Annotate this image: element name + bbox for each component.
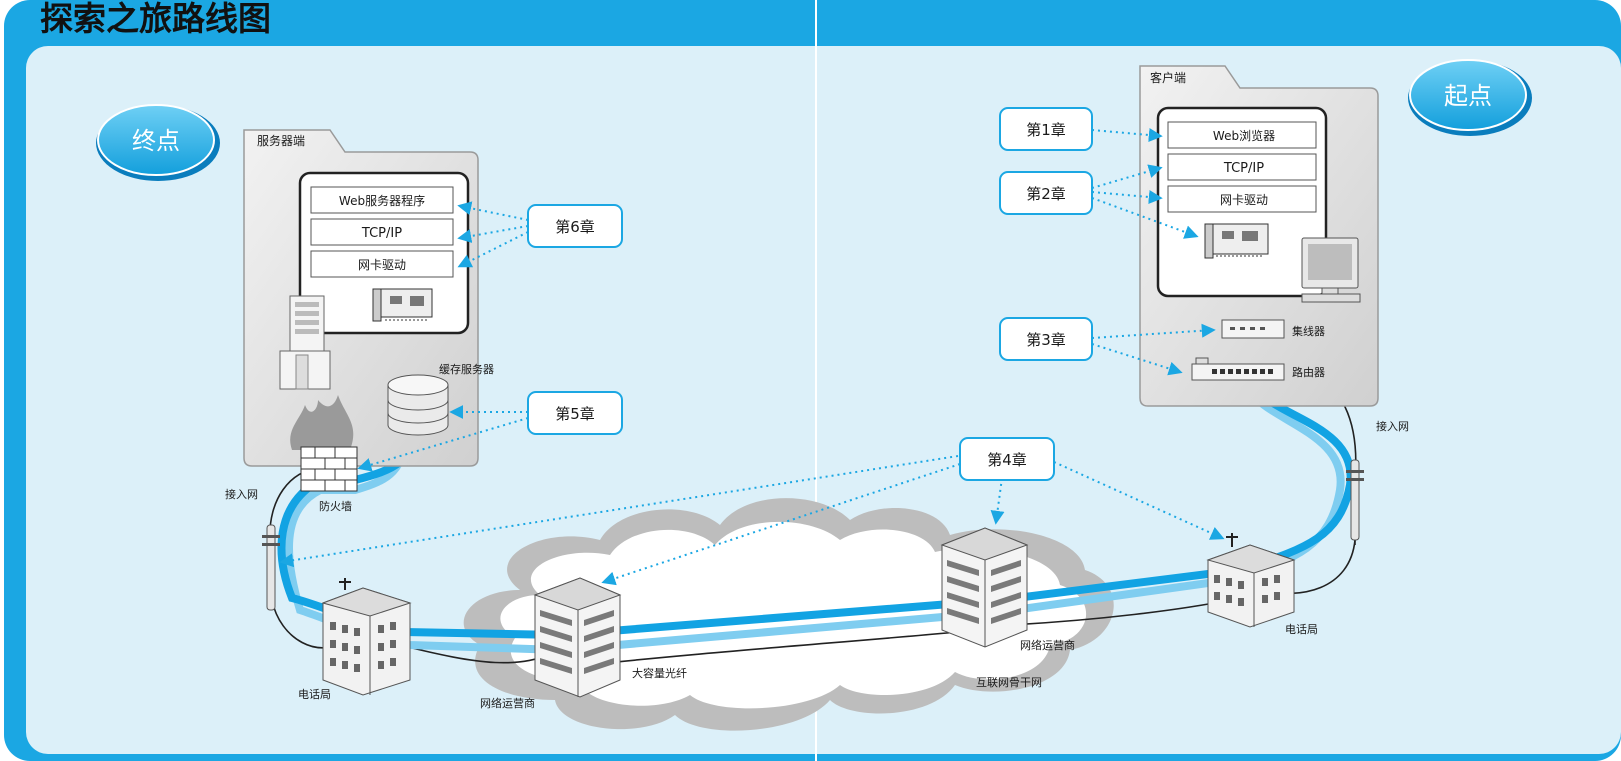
client-stack-web	[1167, 121, 1317, 149]
chapter-5-box: 第5章	[527, 391, 623, 435]
server-tower-icon	[279, 295, 331, 390]
client-panel: 客户端 Web浏览器 TCP/IP 网卡驱动 集线器	[1139, 65, 1379, 407]
hub-label: 集线器	[1292, 324, 1325, 338]
client-phone-office-label: 电话局	[1285, 623, 1318, 636]
chapter-2-box: 第2章	[999, 171, 1093, 215]
chapter-6-label: 第6章	[555, 218, 595, 236]
chapter-3-label: 第3章	[1026, 331, 1066, 349]
server-stack-web-label: Web服务器程序	[339, 193, 425, 208]
client-nic-card-icon	[1204, 223, 1269, 259]
server-stack-nic-label: 网卡驱动	[358, 258, 406, 272]
backbone-label: 互联网骨干网	[976, 676, 1042, 689]
server-isp-label: 网络运营商	[480, 696, 535, 710]
chapter-4-box: 第4章	[959, 437, 1055, 481]
chapter-4-label: 第4章	[987, 451, 1027, 469]
chapter-2-label: 第2章	[1026, 185, 1066, 203]
server-isp-building-icon	[533, 577, 622, 698]
hub-icon	[1221, 319, 1285, 339]
server-stack-web	[310, 186, 454, 214]
client-stack-tcpip-label: TCP/IP	[1223, 161, 1264, 176]
client-isp-label: 网络运营商	[1020, 638, 1075, 652]
server-access-pole-icon	[262, 524, 280, 611]
client-phone-office-icon	[1206, 533, 1296, 628]
client-label: 客户端	[1150, 70, 1186, 85]
firewall-icon	[290, 395, 358, 492]
client-stack-tcpip	[1167, 153, 1317, 181]
firewall-label: 防火墙	[319, 499, 352, 513]
chapter-1-box: 第1章	[999, 107, 1093, 151]
chapter-pointers	[279, 128, 1225, 586]
chapter-3-box: 第3章	[999, 317, 1093, 361]
end-badge: 终点	[96, 104, 220, 181]
start-badge: 起点	[1408, 59, 1532, 136]
server-stack-tcpip-label: TCP/IP	[361, 226, 402, 241]
server-label: 服务器端	[257, 133, 305, 148]
server-stack-nic	[310, 250, 454, 278]
client-stack-nic	[1167, 185, 1317, 213]
router-label: 路由器	[1292, 365, 1325, 379]
end-badge-label: 终点	[132, 127, 180, 155]
server-access-label: 接入网	[225, 488, 258, 501]
server-stack-tcpip	[310, 218, 454, 246]
client-access-label: 接入网	[1376, 420, 1409, 433]
page-title: 探索之旅路线图	[40, 0, 271, 38]
chapter-5-label: 第5章	[555, 405, 595, 423]
server-panel: 服务器端 Web服务器程序 TCP/IP 网卡驱动	[243, 129, 494, 513]
chapter-6-box: 第6章	[527, 204, 623, 248]
cache-server-label: 缓存服务器	[439, 362, 494, 376]
fiber-label: 大容量光纤	[632, 666, 687, 680]
router-icon	[1191, 357, 1285, 381]
client-stack-web-label: Web浏览器	[1213, 128, 1275, 143]
chapter-1-label: 第1章	[1026, 121, 1066, 139]
start-badge-label: 起点	[1444, 82, 1492, 110]
backbone-isp-building-icon	[940, 527, 1029, 648]
client-stack-nic-label: 网卡驱动	[1220, 193, 1268, 207]
server-phone-office-icon	[321, 578, 412, 696]
server-nic-card-icon	[372, 288, 433, 322]
client-access-pole-icon	[1346, 459, 1364, 541]
cache-server-icon	[387, 374, 449, 436]
client-monitor-icon	[1301, 237, 1361, 303]
server-phone-office-label: 电话局	[298, 688, 331, 701]
